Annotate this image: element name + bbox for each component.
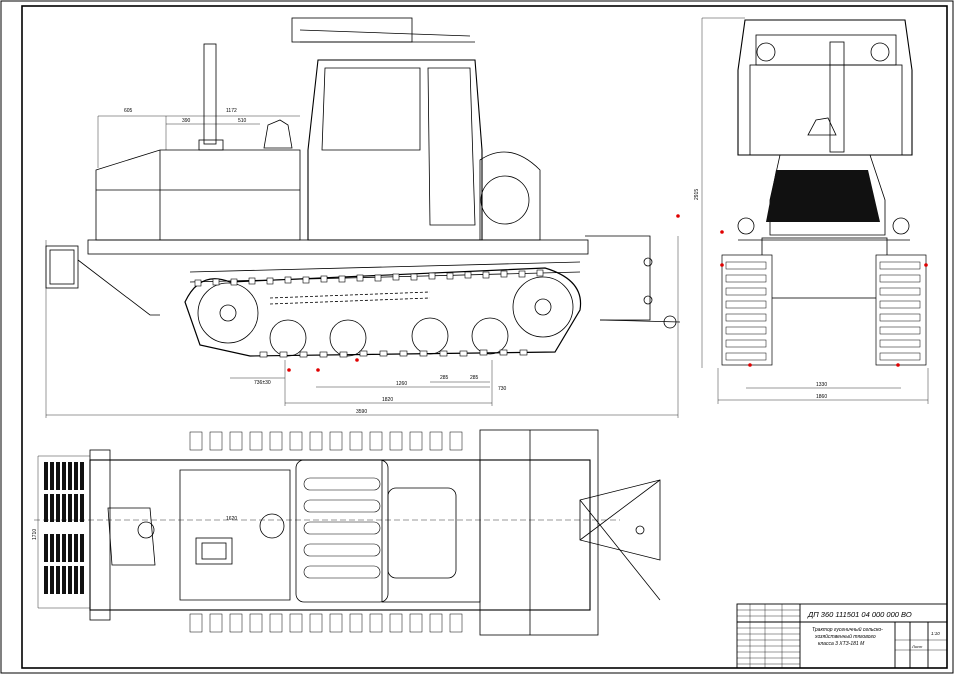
dim-285-left: 285 <box>440 375 449 381</box>
top-view-track-links <box>189 431 463 633</box>
dim-1172: 1172 <box>226 108 237 114</box>
dim-390: 390 <box>182 118 191 124</box>
title-line-1: Трактор гусеничный сельско- <box>812 626 883 633</box>
top-view <box>34 429 661 636</box>
front-tracks <box>721 254 927 366</box>
dim-1260: 1260 <box>396 381 407 387</box>
front-red-markers <box>720 230 928 367</box>
side-red-markers <box>287 214 680 372</box>
title-line-2: хозяйственный тягового <box>814 633 876 640</box>
top-view-slots <box>303 477 381 579</box>
dim-605: 605 <box>124 108 133 114</box>
dim-1620: 1620 <box>226 516 237 522</box>
title-designation: ДП 360 111501 04 000 000 ВО <box>807 610 912 619</box>
top-view-radiator <box>44 462 84 594</box>
dim-2915: 2915 <box>694 189 700 200</box>
dim-1710: 1710 <box>32 529 38 540</box>
title-block-grid <box>737 604 947 668</box>
dim-510: 510 <box>238 118 247 124</box>
front-view <box>737 19 913 299</box>
sheet-inner-frame <box>21 5 948 669</box>
dim-285-right: 285 <box>470 375 479 381</box>
side-dimension-lines <box>45 115 679 418</box>
dim-1860: 1860 <box>816 394 827 400</box>
title-scale: 1:10 <box>931 631 940 636</box>
title-block <box>736 603 948 669</box>
front-dimension-lines <box>701 17 929 404</box>
dim-3590: 3590 <box>356 409 367 415</box>
front-grille <box>766 170 880 222</box>
title-line-3: класса 3 ХТЗ-181 М <box>818 641 865 647</box>
title-sheet-label: Лист <box>911 644 923 649</box>
dim-736: 736±30 <box>254 380 271 386</box>
dim-730: 730 <box>498 386 507 392</box>
track-links-side <box>194 269 544 358</box>
side-view <box>45 17 681 357</box>
top-dimension-lines <box>37 455 90 609</box>
dim-1330: 1330 <box>816 382 827 388</box>
dim-1820: 1820 <box>382 397 393 403</box>
